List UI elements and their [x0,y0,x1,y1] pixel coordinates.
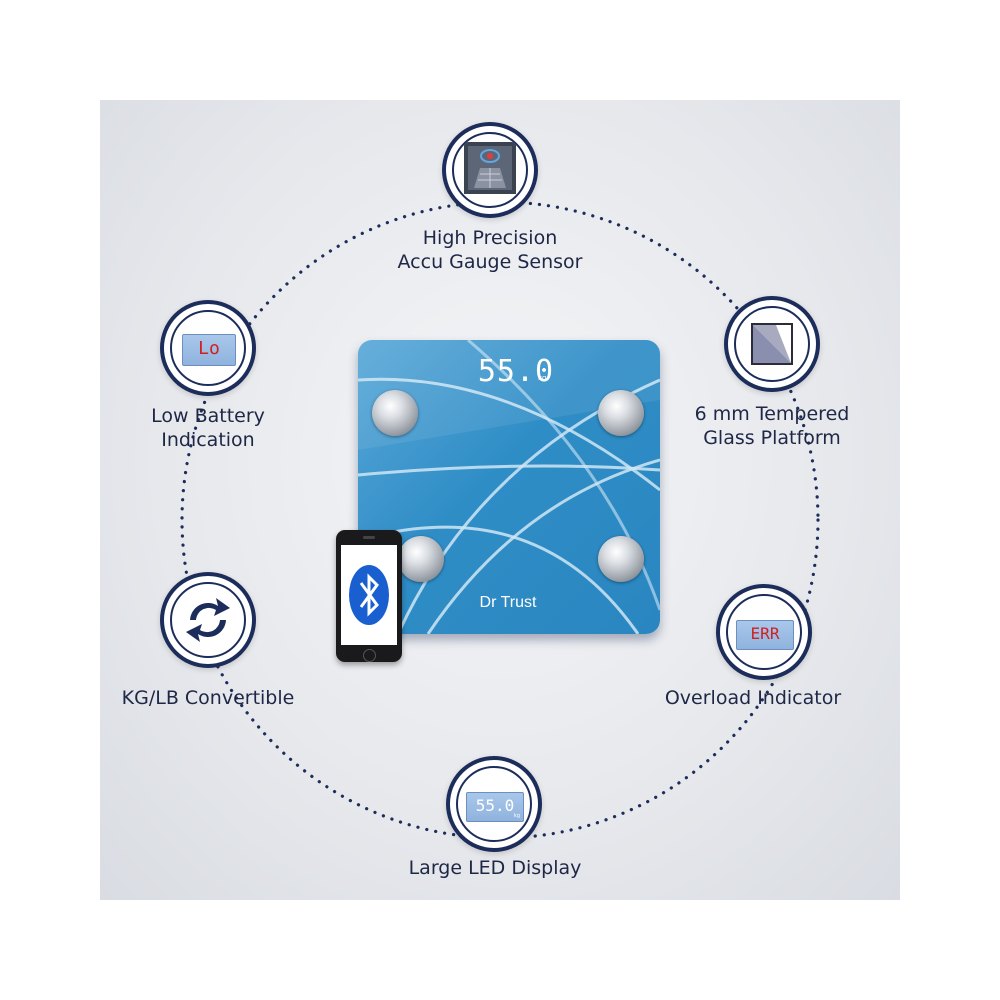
bathroom-scale: 55.0 kg Dr Trust [358,340,660,634]
overload-label: Overload Indicator [648,686,858,710]
glass-label-line2: Glass Platform [703,427,841,449]
error-display-icon: ERR [726,594,802,670]
convert-label-line1: KG/LB Convertible [121,687,295,709]
glass-label: 6 mm Tempered Glass Platform [682,402,862,450]
low-battery-label-line1: Low Battery [151,405,265,427]
lcd-led-unit: kg [513,813,520,819]
low-battery-display-icon: Lo [170,310,246,386]
convert-badge [160,572,256,668]
phone-speaker [363,536,375,539]
lcd-lo-text: Lo [198,338,220,359]
low-battery-label: Low Battery Indication [108,404,308,452]
glass-platform-icon [734,306,810,382]
sensor-badge [442,122,538,218]
sensor-label-line1: High Precision [422,227,558,249]
low-battery-badge: Lo [160,300,256,396]
electrode-top-right [598,390,644,436]
lcd-err-text: ERR [750,624,780,643]
brand-logo: Dr Trust [479,594,537,611]
electrode-top-left [372,390,418,436]
sensor-label-line2: Accu Gauge Sensor [397,251,583,273]
led-badge: 55.0 kg [446,756,542,852]
glass-label-line1: 6 mm Tempered [694,403,850,425]
lcd-panel: 55.0 kg [466,792,524,822]
smartphone [336,530,402,662]
led-display-icon: 55.0 kg [456,766,532,842]
infographic: High Precision Accu Gauge Sensor Lo Low … [100,100,900,900]
scale-arc-lines [358,340,660,634]
phone-home-button [363,649,376,662]
electrode-bottom-left [398,536,444,582]
led-label-line1: Large LED Display [408,857,582,879]
phone-screen [341,545,397,645]
led-label: Large LED Display [390,856,600,880]
lcd-panel: Lo [182,334,236,366]
convert-label: KG/LB Convertible [100,686,316,710]
overload-label-line1: Overload Indicator [664,687,842,709]
sensor-label: High Precision Accu Gauge Sensor [390,226,590,274]
sensor-icon [452,132,528,208]
glass-badge [724,296,820,392]
lcd-panel: ERR [736,620,794,650]
low-battery-label-line2: Indication [161,429,255,451]
scale-unit: kg [538,374,547,382]
electrode-bottom-right [598,536,644,582]
overload-badge: ERR [716,584,812,680]
bluetooth-icon [349,565,389,625]
scale-display: 55.0 [477,354,555,389]
convert-arrows-icon [170,582,246,658]
lcd-led-text: 55.0 [475,796,515,815]
